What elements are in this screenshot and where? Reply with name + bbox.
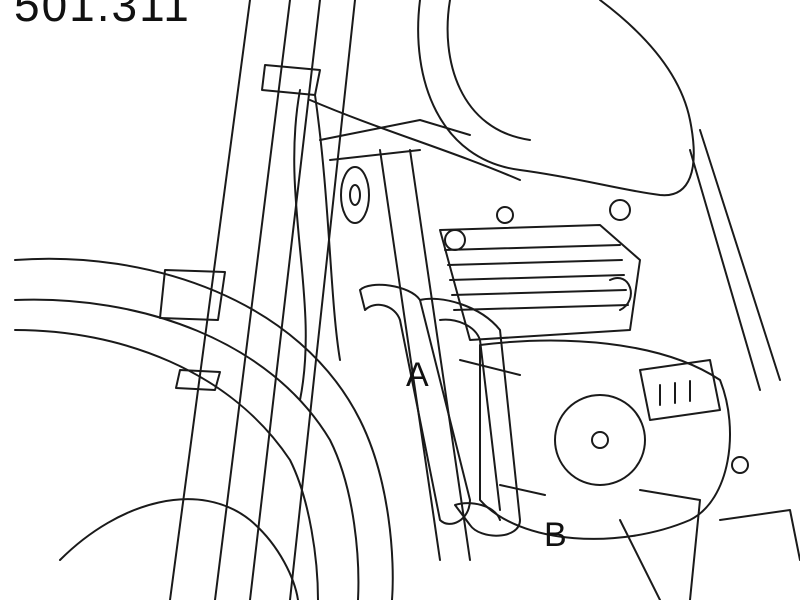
footpeg-area [619, 456, 800, 600]
crash-bar [359, 283, 546, 537]
front-wheel [14, 257, 394, 600]
horn [340, 166, 370, 224]
label-a: A [406, 356, 429, 394]
part-number: 501.311 [14, 0, 191, 31]
engine [439, 199, 731, 540]
front-fork [159, 0, 356, 600]
frame [319, 119, 781, 561]
cables [293, 89, 521, 401]
fuel-tank [417, 0, 695, 197]
label-b: B [544, 516, 567, 554]
